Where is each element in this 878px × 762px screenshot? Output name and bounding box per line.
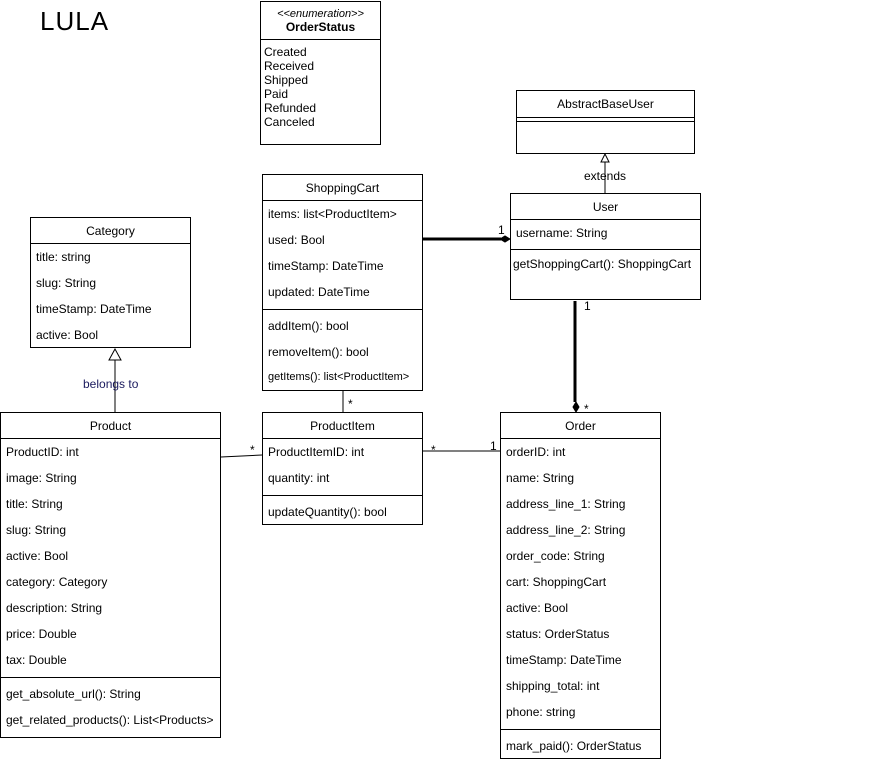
attribute: category: Category [6, 575, 108, 589]
attribute: cart: ShoppingCart [506, 575, 607, 589]
attribute: image: String [6, 471, 77, 485]
attribute: name: String [506, 471, 575, 485]
attribute: slug: String [36, 276, 97, 290]
method: getShoppingCart(): ShoppingCart [513, 257, 692, 271]
attribute: ProductItemID: int [268, 445, 365, 459]
divider [263, 495, 422, 496]
abstract-generalization-arrow [600, 152, 610, 163]
divider [511, 249, 700, 250]
attribute: active: Bool [506, 601, 569, 615]
class-name: Product [1, 413, 220, 439]
class-name: User [511, 194, 700, 220]
product-item-multiplicity-item: * [250, 443, 255, 457]
attribute: ProductID: int [6, 445, 79, 459]
category-class[interactable]: Category title: string slug: String time… [30, 217, 191, 348]
user-order-multiplicity-order: * [584, 402, 589, 416]
attribute: timeStamp: DateTime [506, 653, 622, 667]
method: get_absolute_url(): String [6, 687, 141, 701]
method: getItems(): list<ProductItem> [268, 371, 410, 383]
attribute: status: OrderStatus [506, 627, 610, 641]
attribute: timeStamp: DateTime [268, 259, 384, 273]
shoppingcart-class[interactable]: ShoppingCart items: list<ProductItem> us… [262, 174, 423, 391]
method: removeItem(): bool [268, 345, 369, 359]
enum-literal: Shipped [264, 73, 309, 87]
enum-literal: Canceled [264, 115, 315, 129]
product-item-line [220, 454, 263, 458]
attribute: username: String [516, 226, 608, 240]
attribute: order_code: String [506, 549, 605, 563]
attribute: updated: DateTime [268, 285, 370, 299]
abstractbaseuser-class[interactable]: AbstractBaseUser [516, 90, 695, 154]
attribute: address_line_2: String [506, 523, 626, 537]
attribute: active: Bool [6, 549, 69, 563]
enum-literal: Received [264, 59, 315, 73]
diagram-title: LULA [40, 6, 110, 36]
category-generalization-arrow [108, 347, 122, 361]
method: get_related_products(): List<Products> [6, 713, 214, 727]
enum-stereotype: <<enumeration>> [277, 7, 364, 20]
attribute: phone: string [506, 705, 576, 719]
item-order-multiplicity-item: * [431, 443, 436, 457]
cart-user-multiplicity: 1 [498, 223, 505, 237]
enum-literal: Created [264, 45, 307, 59]
productitem-class[interactable]: ProductItem ProductItemID: int quantity:… [262, 412, 423, 525]
attribute: title: string [36, 250, 91, 264]
attribute: timeStamp: DateTime [36, 302, 152, 316]
enum-name: OrderStatus [285, 19, 356, 34]
attribute: price: Double [6, 627, 77, 641]
item-order-multiplicity-order: 1 [490, 439, 497, 453]
class-name: Category [31, 218, 190, 244]
divider [1, 677, 220, 678]
divider [517, 121, 694, 122]
orderstatus-enum[interactable]: <<enumeration>> OrderStatus Created Rece… [260, 1, 381, 145]
user-order-diamond [572, 401, 580, 413]
attribute: tax: Double [6, 653, 67, 667]
attribute: slug: String [6, 523, 67, 537]
class-name: AbstractBaseUser [517, 91, 694, 118]
attribute: used: Bool [268, 233, 325, 247]
divider [263, 309, 422, 310]
class-name: ProductItem [263, 413, 422, 439]
belongs-to-label: belongs to [83, 377, 139, 391]
attribute: shipping_total: int [506, 679, 600, 693]
user-order-multiplicity-user: 1 [584, 299, 591, 313]
class-name: Order [501, 413, 660, 439]
attribute: quantity: int [268, 471, 330, 485]
extends-label: extends [584, 169, 627, 183]
divider [501, 729, 660, 730]
cart-item-multiplicity: * [348, 397, 353, 411]
attribute: description: String [6, 601, 103, 615]
enum-literal: Refunded [264, 101, 317, 115]
attribute: title: String [6, 497, 63, 511]
enum-header: <<enumeration>> OrderStatus [261, 2, 380, 40]
user-class[interactable]: User username: String getShoppingCart():… [510, 193, 701, 300]
attribute: items: list<ProductItem> [268, 207, 397, 221]
method: updateQuantity(): bool [268, 505, 387, 519]
method: addItem(): bool [268, 319, 349, 333]
enum-literal: Paid [264, 87, 289, 101]
method: mark_paid(): OrderStatus [506, 739, 642, 753]
order-class[interactable]: Order orderID: int name: String address_… [500, 412, 661, 759]
class-name: ShoppingCart [263, 175, 422, 201]
attribute: address_line_1: String [506, 497, 626, 511]
product-class[interactable]: Product ProductID: int image: String tit… [0, 412, 221, 738]
attribute: orderID: int [506, 445, 566, 459]
attribute: active: Bool [36, 328, 99, 342]
